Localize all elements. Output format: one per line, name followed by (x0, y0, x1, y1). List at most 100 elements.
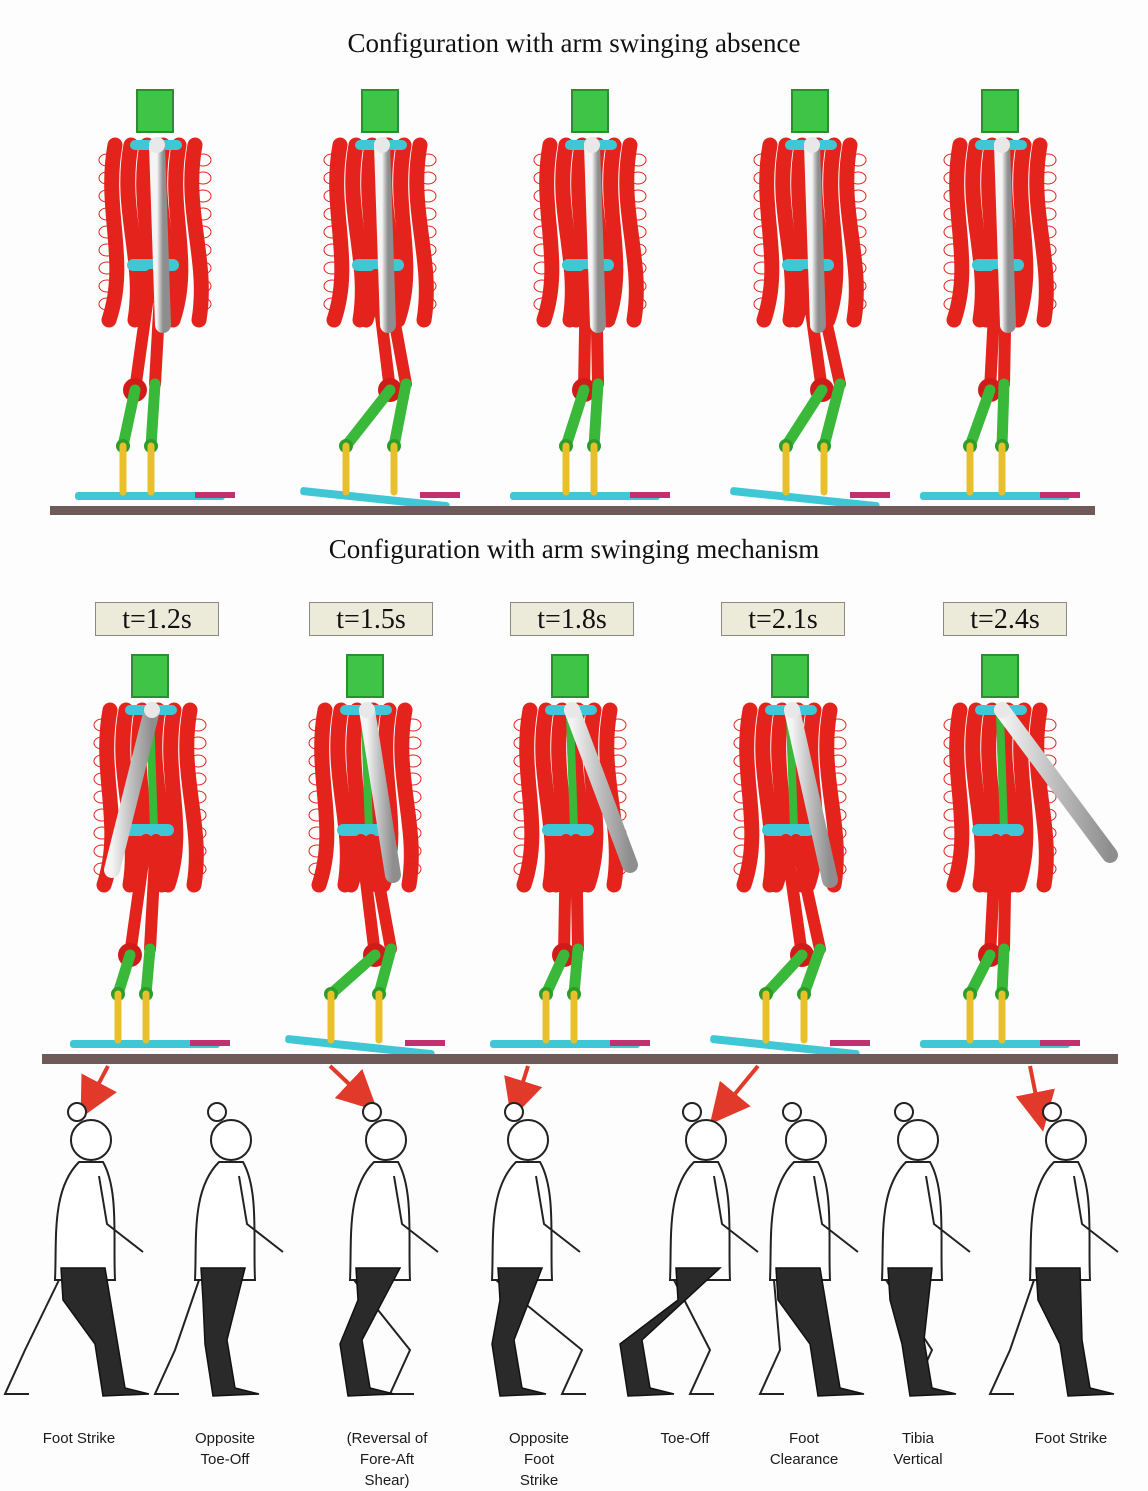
time-label-4: t=2.1s (721, 602, 845, 636)
time-label-3: t=1.8s (510, 602, 634, 636)
toe-segment (420, 492, 460, 498)
walker-head (508, 1120, 548, 1160)
muscle-tube (763, 710, 773, 885)
walker-figure (155, 1103, 283, 1396)
muscle-tube (417, 145, 427, 320)
walker-head (686, 1120, 726, 1160)
muscle-tube (783, 145, 793, 320)
robot-figure (510, 90, 670, 500)
walker-figure (492, 1103, 586, 1396)
shoulder-joint (149, 137, 165, 153)
muscle-tube (764, 145, 772, 320)
walker-leg-outline (990, 1280, 1034, 1394)
thigh (564, 840, 566, 955)
shoulder-joint (144, 702, 160, 718)
head-block (137, 90, 173, 132)
muscle-tube (109, 145, 117, 320)
shoulder-joint (994, 137, 1010, 153)
walker-head (898, 1120, 938, 1160)
walker-bun (505, 1103, 523, 1121)
muscle-tube (187, 710, 197, 885)
arm-cylinder (157, 145, 163, 325)
shin (123, 390, 135, 446)
muscle-tube (1018, 145, 1026, 320)
phase-arrow (1030, 1066, 1040, 1116)
toe-segment (830, 1040, 870, 1046)
muscle-tube (1037, 145, 1047, 320)
thigh (1004, 840, 1006, 949)
walker-head (211, 1120, 251, 1160)
floor-bottom (42, 1054, 1118, 1064)
toe-segment (1040, 1040, 1080, 1046)
shin (151, 384, 155, 446)
shin (766, 955, 802, 994)
walker-head (786, 1120, 826, 1160)
shin (594, 384, 598, 446)
walker-legging (1036, 1268, 1114, 1396)
robot-figure (920, 90, 1080, 500)
walker-legging (620, 1268, 720, 1396)
thigh (584, 275, 586, 390)
toe-segment (850, 492, 890, 498)
shoulder-joint (564, 702, 580, 718)
shoulder-joint (584, 137, 600, 153)
walker-bun (363, 1103, 381, 1121)
shoulder-joint (804, 137, 820, 153)
head-block (132, 655, 168, 697)
robot-figure (300, 90, 460, 510)
toe-segment (405, 1040, 445, 1046)
arm-cylinder (812, 145, 818, 325)
walker-legging (340, 1268, 400, 1396)
muscle-tube (319, 710, 327, 885)
walker-legging (61, 1268, 149, 1396)
walker-bun (683, 1103, 701, 1121)
phase-arrow (720, 1066, 758, 1112)
walker-head (71, 1120, 111, 1160)
walker-illustrations (5, 1103, 1118, 1396)
toe-segment (1040, 492, 1080, 498)
robot-figure (490, 655, 650, 1048)
walker-leg-outline (155, 1280, 199, 1394)
muscle-tube (608, 145, 616, 320)
muscle-tube (128, 145, 138, 320)
thigh (990, 840, 996, 955)
walker-bun (208, 1103, 226, 1121)
robots-top-row (75, 90, 1080, 510)
spine (1000, 715, 1004, 830)
muscle-tube (398, 145, 406, 320)
shin (970, 390, 990, 446)
muscle-tube (847, 145, 857, 320)
heading-arm-absence: Configuration with arm swinging absence (0, 28, 1148, 59)
muscle-tube (402, 710, 412, 885)
muscle-tube (192, 145, 202, 320)
toe-segment (190, 1040, 230, 1046)
robot-figure (920, 655, 1110, 1048)
phase-label-2: Opposite Toe-Off (155, 1428, 295, 1470)
head-block (982, 90, 1018, 132)
walker-figure (990, 1103, 1118, 1396)
shin (1002, 384, 1004, 446)
robot-figure (75, 90, 235, 500)
walker-figure (882, 1103, 970, 1396)
muscle-tube (954, 145, 962, 320)
time-label-5: t=2.4s (943, 602, 1067, 636)
walker-head (1046, 1120, 1086, 1160)
head-block (347, 655, 383, 697)
walker-leg-outline (5, 1280, 59, 1394)
robots-bottom-row (70, 655, 1110, 1058)
shin (331, 955, 375, 994)
shin (786, 390, 822, 446)
phase-label-3: (Reversal of Fore-Aft Shear) (317, 1428, 457, 1491)
muscle-tube (353, 145, 363, 320)
walker-legging (776, 1268, 864, 1396)
phase-arrow (330, 1066, 366, 1100)
time-label-2: t=1.5s (309, 602, 433, 636)
muscle-tube (168, 710, 176, 885)
arm-cylinder (1002, 145, 1008, 325)
muscle-tube (627, 145, 637, 320)
muscle-tube (334, 145, 342, 320)
phase-arrow (88, 1066, 108, 1104)
walker-bun (1043, 1103, 1061, 1121)
shoulder-joint (374, 137, 390, 153)
